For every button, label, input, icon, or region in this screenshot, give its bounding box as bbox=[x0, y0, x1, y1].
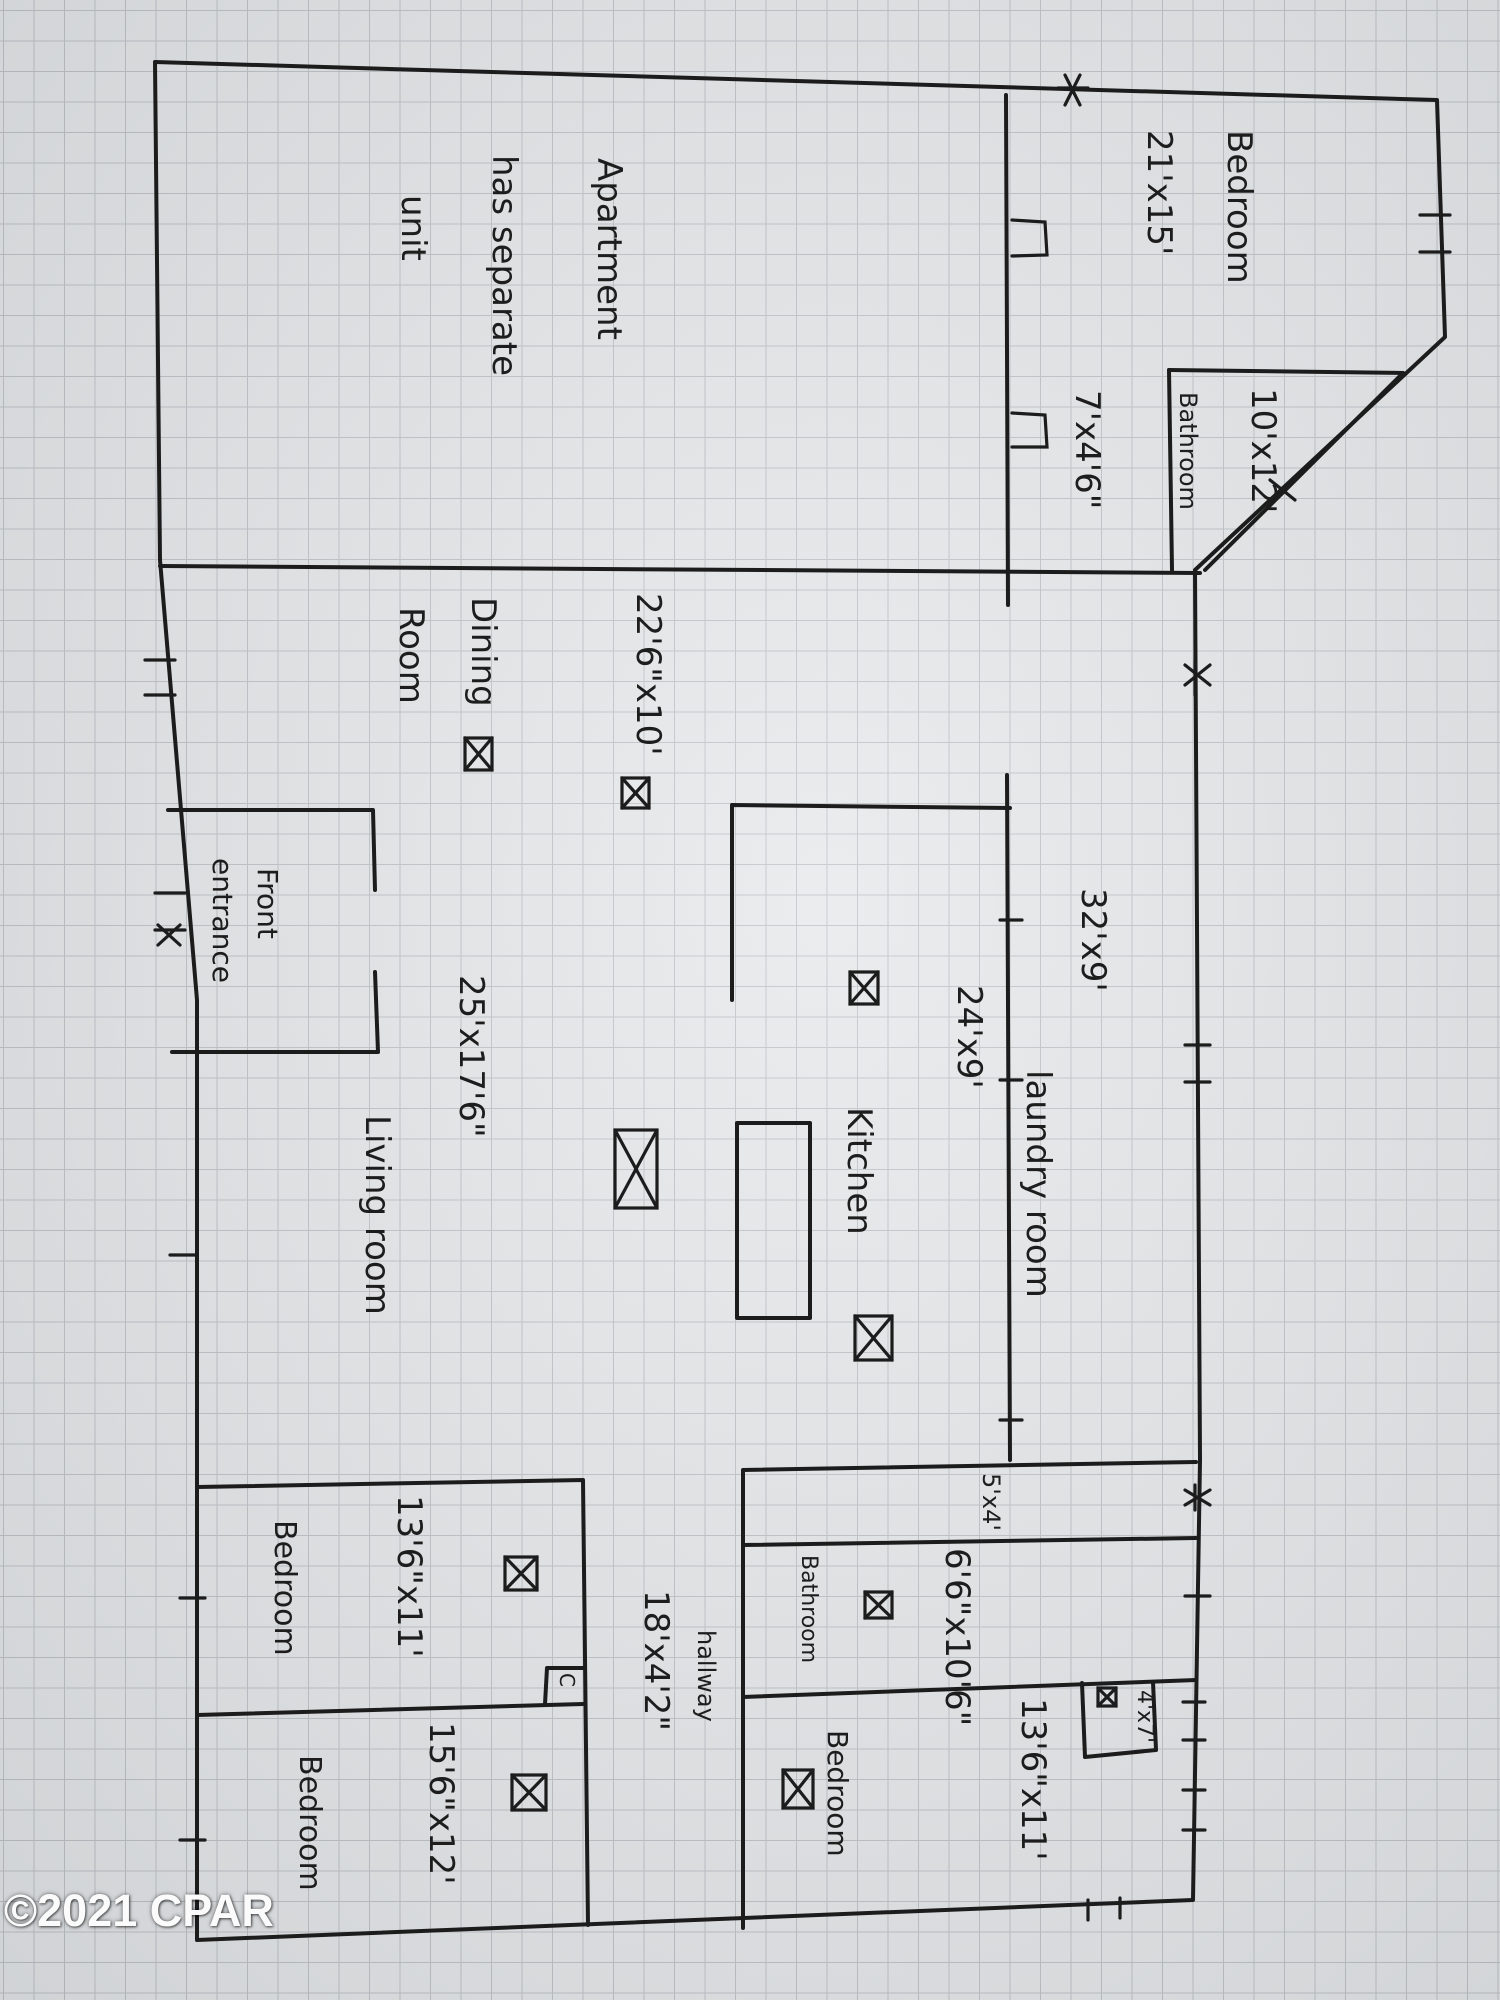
bedroom-4-size: 15'6"x12' bbox=[421, 1722, 461, 1885]
hallway-label: hallway bbox=[692, 1630, 720, 1722]
laundry-wall bbox=[1005, 773, 1012, 1462]
bathroom-wall-top bbox=[1167, 368, 1405, 375]
bedroom-3-size: 13'6"x11' bbox=[389, 1495, 429, 1658]
bathroom-1-size: 10'x12' bbox=[1243, 388, 1283, 513]
small-closet-label: C bbox=[555, 1673, 579, 1687]
dining-room-size: 22'6"x10' bbox=[628, 593, 668, 756]
front-entrance-label-line2: entrance bbox=[206, 858, 239, 983]
kitchen-wall bbox=[730, 803, 1012, 1002]
bathroom-diagonal-wall bbox=[1203, 371, 1405, 572]
bathroom-2-wall bbox=[741, 1536, 1198, 1547]
kitchen-size: 24'x9' bbox=[949, 985, 989, 1089]
kitchen-label: Kitchen bbox=[839, 1107, 879, 1235]
laundry-room-label: laundry room bbox=[1018, 1070, 1058, 1298]
bedroom-3-label: Bedroom bbox=[267, 1520, 302, 1656]
apartment-label-line3: unit bbox=[393, 195, 433, 261]
laundry-size: 32'x9' bbox=[1073, 888, 1113, 992]
door-ticks bbox=[143, 73, 1452, 1922]
ceiling-fixture-markers bbox=[463, 736, 1118, 1812]
bedroom-2-wall bbox=[741, 1678, 1198, 1699]
bedroom-4-label: Bedroom bbox=[292, 1755, 327, 1891]
bathroom-2-label: Bathroom bbox=[796, 1555, 821, 1663]
copyright-watermark: ©2021 CPAR bbox=[4, 1885, 274, 1936]
dining-room-label-line2: Room bbox=[391, 607, 431, 704]
hallway-wall-right bbox=[741, 1460, 1198, 1930]
apartment-wall bbox=[158, 564, 1202, 575]
closet-door-2 bbox=[1010, 411, 1049, 449]
closet-door-1 bbox=[1010, 218, 1049, 258]
bedroom-2-label: Bedroom bbox=[821, 1730, 854, 1857]
wing-bedroom-divider bbox=[195, 1702, 585, 1717]
bedroom-1-size: 21'x15' bbox=[1139, 130, 1179, 255]
hallway-size: 18'x4'2" bbox=[636, 1590, 676, 1731]
closet-3-wall bbox=[1080, 1680, 1158, 1759]
front-entrance-wall bbox=[166, 808, 377, 892]
closet-3-size: 4'x7' bbox=[1132, 1690, 1157, 1743]
dining-room-label-line1: Dining bbox=[463, 597, 503, 707]
apartment-label-line1: Apartment bbox=[589, 158, 629, 340]
wing-wall-top bbox=[195, 1478, 590, 1927]
apartment-closet-wall bbox=[1004, 93, 1010, 607]
apartment-label-line2: has separate bbox=[484, 155, 524, 376]
bathroom-2-size: 6'6"x10'6" bbox=[937, 1548, 977, 1726]
bedroom-1-label: Bedroom bbox=[1219, 130, 1259, 284]
bathroom-wall-left bbox=[1167, 368, 1174, 572]
bedroom-2-size: 13'6"x11' bbox=[1013, 1698, 1053, 1861]
closet-c-wall bbox=[543, 1666, 585, 1706]
closet-1-size: 7'x4'6" bbox=[1067, 390, 1107, 509]
closet-2-size: 5'x4' bbox=[977, 1473, 1005, 1531]
bathroom-1-label: Bathroom bbox=[1174, 392, 1202, 510]
front-entrance-wall-2 bbox=[170, 970, 380, 1054]
living-room-size: 25'x17'6" bbox=[451, 975, 491, 1138]
kitchen-island bbox=[735, 1121, 812, 1320]
front-entrance-label-line1: Front bbox=[251, 868, 284, 939]
living-room-label: Living room bbox=[357, 1115, 397, 1315]
